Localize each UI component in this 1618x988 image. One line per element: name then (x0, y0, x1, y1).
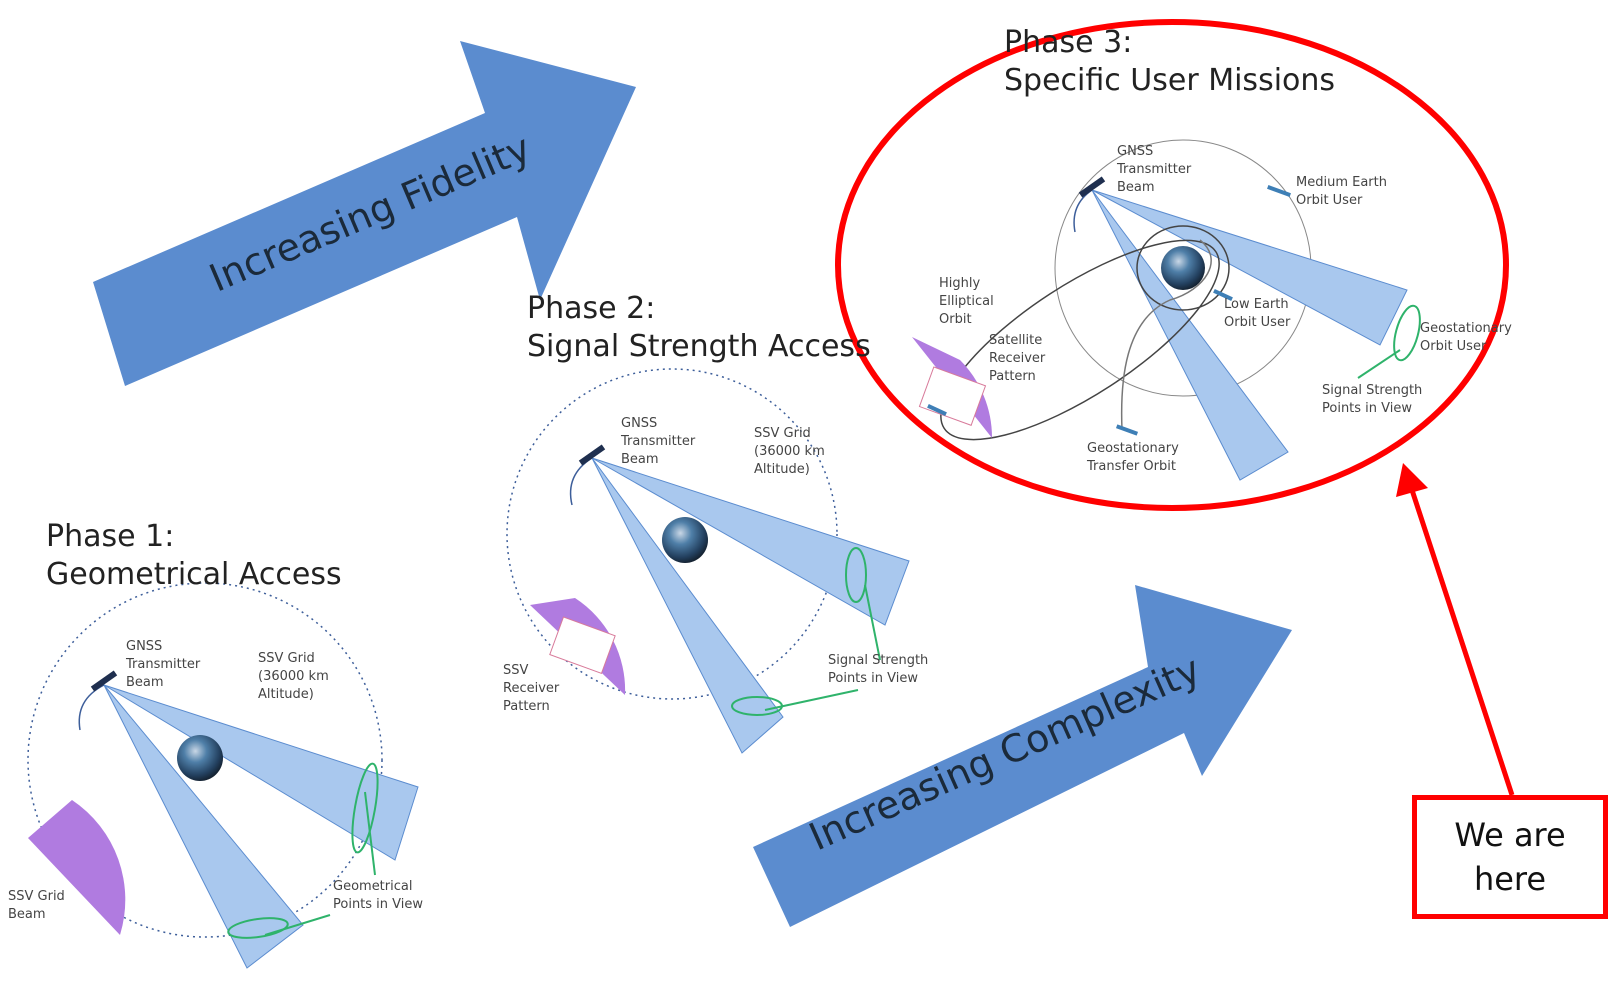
phase3-title: Phase 3: Specific User Missions (1004, 24, 1335, 100)
phase1-satellite-icon (90, 670, 118, 692)
phase1-transmitter-arc (78, 684, 105, 731)
phase3-title-line2: Specific User Missions (1004, 63, 1336, 98)
phase1-ssv-beam-label: SSV Grid Beam (8, 889, 65, 922)
phase2-ssv-grid-orbit (506, 368, 838, 700)
phase2-title: Phase 2: Signal Strength Access (527, 290, 871, 366)
we-are-here-text: We are here (1454, 816, 1566, 898)
phase3-points-ellipse (1393, 304, 1421, 362)
phase3-title-line1: Phase 3: (1004, 25, 1133, 60)
phase3-highlight-ellipse (835, 19, 1509, 511)
phase3-meo-label: Medium Earth Orbit User (1296, 175, 1387, 208)
phase1-points-label: Geometrical Points in View (333, 879, 424, 912)
phase1-beam-lower (103, 684, 304, 969)
phase1-points-pointer-1 (364, 791, 376, 876)
phase3-points-label: Signal Strength Points in View (1322, 383, 1423, 416)
phase1-title-line1: Phase 1: (46, 519, 175, 554)
phase3-meo-satellite-icon (1267, 185, 1291, 197)
phase2-points-pointer-1 (864, 584, 881, 661)
phase2-beam-lower (591, 457, 784, 754)
phase2-ssv-receiver-label: SSV Receiver Pattern (503, 663, 560, 714)
phase3-beam-lower (1091, 189, 1289, 481)
phase2-points-pointer-2 (764, 689, 859, 711)
phase3-heo-orbit (940, 239, 1220, 441)
phase3-heo-label: Highly Elliptical Orbit (939, 276, 994, 327)
phase2-beam-upper (591, 457, 910, 626)
phase1-points-pointer-2 (264, 914, 331, 936)
phase2-ssv-grid-label: SSV Grid (36000 km Altitude) (754, 426, 825, 477)
phase2-gnss-label: GNSS Transmitter Beam (621, 416, 696, 467)
phase1-beam-upper (103, 684, 419, 861)
we-are-here-callout: We are here (1412, 795, 1608, 919)
phase3-leo-orbit (1136, 225, 1230, 311)
phase3-sat-receiver-label: Satellite Receiver Pattern (989, 333, 1046, 384)
phase3-leo-satellite-icon (1213, 288, 1233, 302)
phase1-diagram (27, 582, 419, 969)
complexity-arrow: Increasing Complexity (753, 585, 1292, 927)
phase3-beam-upper (1091, 189, 1408, 346)
phase2-satellite-icon (578, 444, 606, 466)
phase1-title-line2: Geometrical Access (46, 557, 342, 592)
phase3-geo-user-label: Geostationary Orbit User (1420, 321, 1512, 354)
phase1-points-upper (351, 762, 379, 854)
phase3-gto-label: Geostationary Transfer Orbit (1087, 441, 1179, 474)
phase1-title: Phase 1: Geometrical Access (46, 518, 342, 594)
phase2-transmitter-arc (569, 457, 593, 506)
phase3-heo-satellite-icon (927, 403, 947, 417)
phase3-gto-satellite-icon (1115, 424, 1139, 436)
phase1-ssv-grid-label: SSV Grid (36000 km Altitude) (258, 651, 329, 702)
phase3-satellite-icon (1078, 176, 1106, 198)
phase2-receiver-box (549, 616, 616, 675)
phase3-points-pointer (1357, 349, 1401, 379)
phase3-diagram (912, 139, 1421, 481)
phase2-diagram (506, 368, 910, 754)
phase1-ssv-grid-beam (28, 800, 126, 935)
phase3-gnss-label: GNSS Transmitter Beam (1117, 144, 1192, 195)
callout-arrow (1396, 463, 1515, 796)
phase3-leo-label: Low Earth Orbit User (1224, 297, 1291, 330)
phase1-earth (177, 735, 223, 781)
phase2-title-line2: Signal Strength Access (527, 329, 871, 364)
phase1-points-lower (227, 917, 289, 939)
phase1-gnss-label: GNSS Transmitter Beam (126, 639, 201, 690)
phase3-gto-orbit (1120, 239, 1212, 431)
phase2-title-line1: Phase 2: (527, 291, 656, 326)
phase2-points-upper (845, 547, 867, 603)
phase2-earth (662, 517, 708, 563)
phase2-points-label: Signal Strength Points in View (828, 653, 929, 686)
phase3-earth (1161, 246, 1205, 290)
phase1-ssv-grid-orbit (27, 582, 383, 938)
